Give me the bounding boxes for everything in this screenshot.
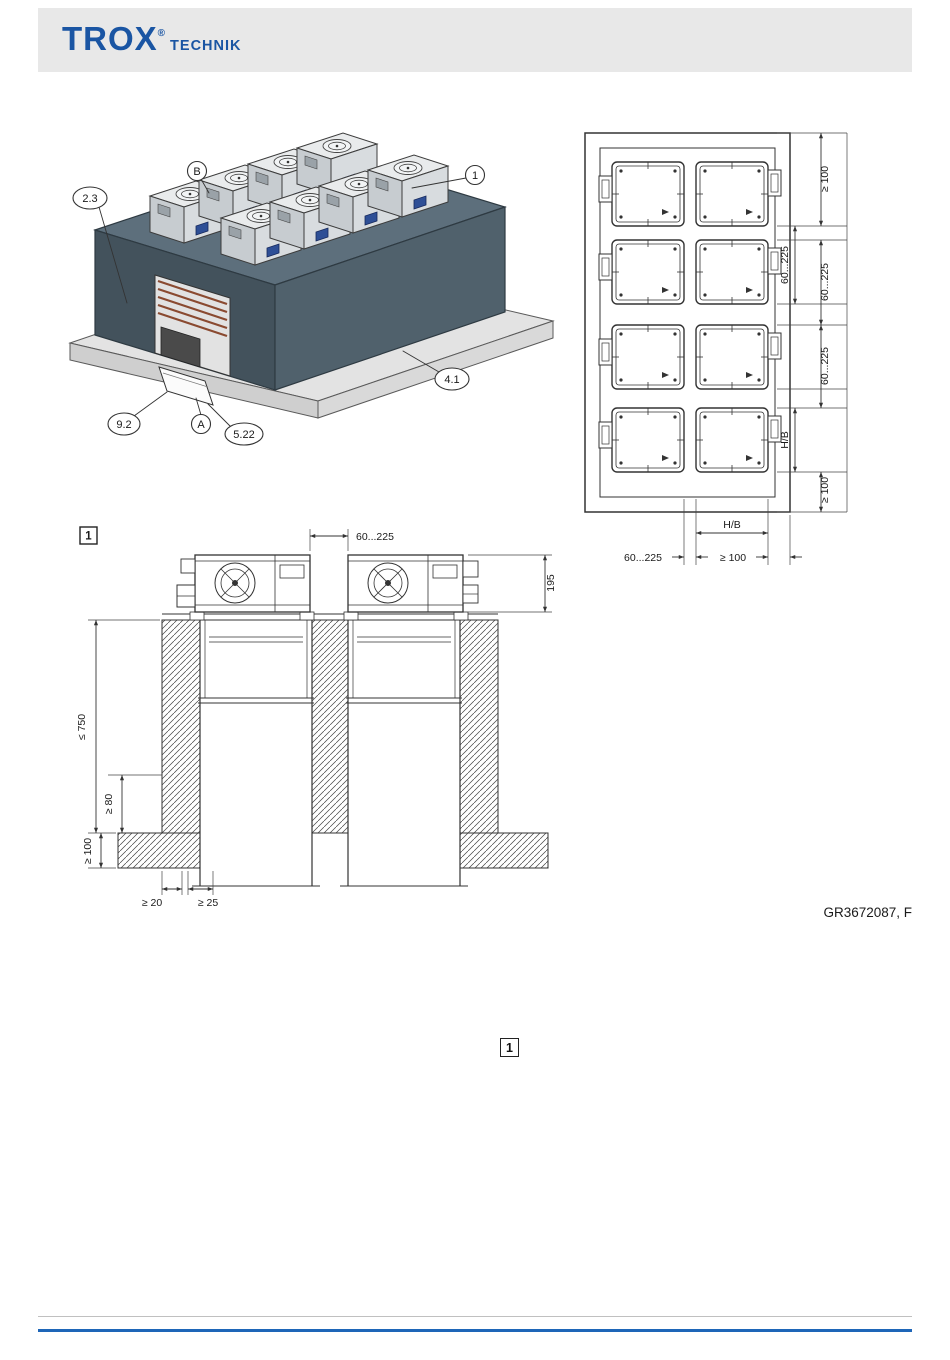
dim-label-clear-80: ≥ 80 bbox=[103, 794, 115, 815]
plan-shaft-opening bbox=[599, 147, 776, 498]
leader-line bbox=[133, 391, 168, 417]
footer-divider bbox=[38, 1316, 912, 1317]
duct-left bbox=[192, 620, 320, 887]
duct-right bbox=[340, 620, 468, 887]
isometric-installation-drawing: 2.3 B 1 4.1 9.2 A 5.22 bbox=[68, 132, 555, 446]
callout-4-1: 4.1 bbox=[444, 374, 459, 386]
leader-line bbox=[195, 397, 202, 416]
logo-registered-icon: ® bbox=[157, 28, 166, 39]
dim-label-hb-right: H/B bbox=[779, 431, 791, 449]
dim-label-clear-20: ≥ 20 bbox=[142, 897, 163, 909]
section-unit-left bbox=[176, 554, 311, 613]
plan-view-drawing: ≥ 100 60...225 60...225 60...225 H/B ≥ 1… bbox=[584, 132, 848, 565]
leader-line bbox=[402, 350, 440, 373]
shaft-wall-left bbox=[161, 619, 201, 834]
section-ref-box: 1 bbox=[79, 526, 98, 545]
dim-label-gap2: 60...225 bbox=[819, 347, 831, 385]
leader-line bbox=[207, 403, 232, 428]
plan-dimensions-bottom: H/B 60...225 ≥ 100 bbox=[624, 499, 802, 565]
plan-unit bbox=[695, 324, 769, 390]
leader-line bbox=[411, 177, 467, 189]
callout-5-22: 5.22 bbox=[233, 429, 254, 441]
callout-b: B bbox=[193, 166, 200, 178]
mounting-frame bbox=[162, 611, 498, 621]
dim-label-slab-thickness: ≥ 100 bbox=[82, 838, 94, 864]
dim-label-bottom-margin: ≥ 100 bbox=[819, 477, 831, 503]
section-view-drawing: 1 bbox=[76, 526, 557, 909]
plan-unit bbox=[611, 407, 685, 473]
iso-callouts: 2.3 B 1 4.1 9.2 A 5.22 bbox=[72, 160, 486, 446]
plan-unit bbox=[695, 161, 769, 227]
dim-label-unit-height: 195 bbox=[545, 574, 557, 592]
dim-label-unit-gap: 60...225 bbox=[356, 531, 394, 543]
plan-unit bbox=[611, 239, 685, 305]
dim-label-top-margin: ≥ 100 bbox=[819, 166, 831, 192]
callout-9-2: 9.2 bbox=[116, 419, 131, 431]
drawing-number: GR3672087, F bbox=[823, 905, 912, 920]
header-bar: TROX® TECHNIK bbox=[38, 8, 912, 72]
leader-line bbox=[200, 178, 210, 194]
figure-reference-box: 1 bbox=[500, 1038, 519, 1057]
dim-label-gap1a: 60...225 bbox=[779, 246, 791, 284]
callout-2-3: 2.3 bbox=[82, 193, 97, 205]
floor-slab-left bbox=[117, 832, 201, 869]
damper-flap bbox=[158, 366, 214, 406]
dim-label-depth: ≤ 750 bbox=[76, 714, 88, 740]
callout-a: A bbox=[197, 419, 205, 431]
section-unit-right bbox=[347, 554, 479, 613]
trox-logo: TROX® TECHNIK bbox=[62, 20, 242, 58]
callout-1: 1 bbox=[472, 170, 478, 182]
plan-unit bbox=[695, 239, 769, 305]
section-dimensions: 60...225 195 ≤ 750 ≥ 80 ≥ 100 ≥ 20 ≥ 25 bbox=[76, 529, 557, 909]
leader-line bbox=[98, 206, 128, 304]
footer-accent-line bbox=[38, 1329, 912, 1332]
floor-slab-right bbox=[459, 832, 549, 869]
plan-connector-tabs bbox=[598, 169, 782, 449]
dim-label-gap1b: 60...225 bbox=[819, 263, 831, 301]
section-ref-label: 1 bbox=[85, 531, 92, 543]
dim-label-margin-bottom: ≥ 100 bbox=[720, 552, 746, 564]
shaft-wall-middle bbox=[311, 619, 349, 834]
shaft-wall-right bbox=[459, 619, 499, 834]
access-panel bbox=[154, 274, 231, 377]
plan-unit bbox=[611, 324, 685, 390]
logo-trox-text: TROX bbox=[62, 20, 158, 57]
logo-technik-text: TECHNIK bbox=[170, 38, 242, 54]
plan-unit bbox=[695, 407, 769, 473]
dim-label-hb-bottom: H/B bbox=[723, 519, 741, 531]
dim-label-clear-25: ≥ 25 bbox=[198, 897, 219, 909]
plan-dimensions-right: ≥ 100 60...225 60...225 60...225 H/B ≥ 1… bbox=[777, 132, 848, 513]
plan-unit bbox=[611, 161, 685, 227]
dim-label-gap-bottom: 60...225 bbox=[624, 552, 662, 564]
